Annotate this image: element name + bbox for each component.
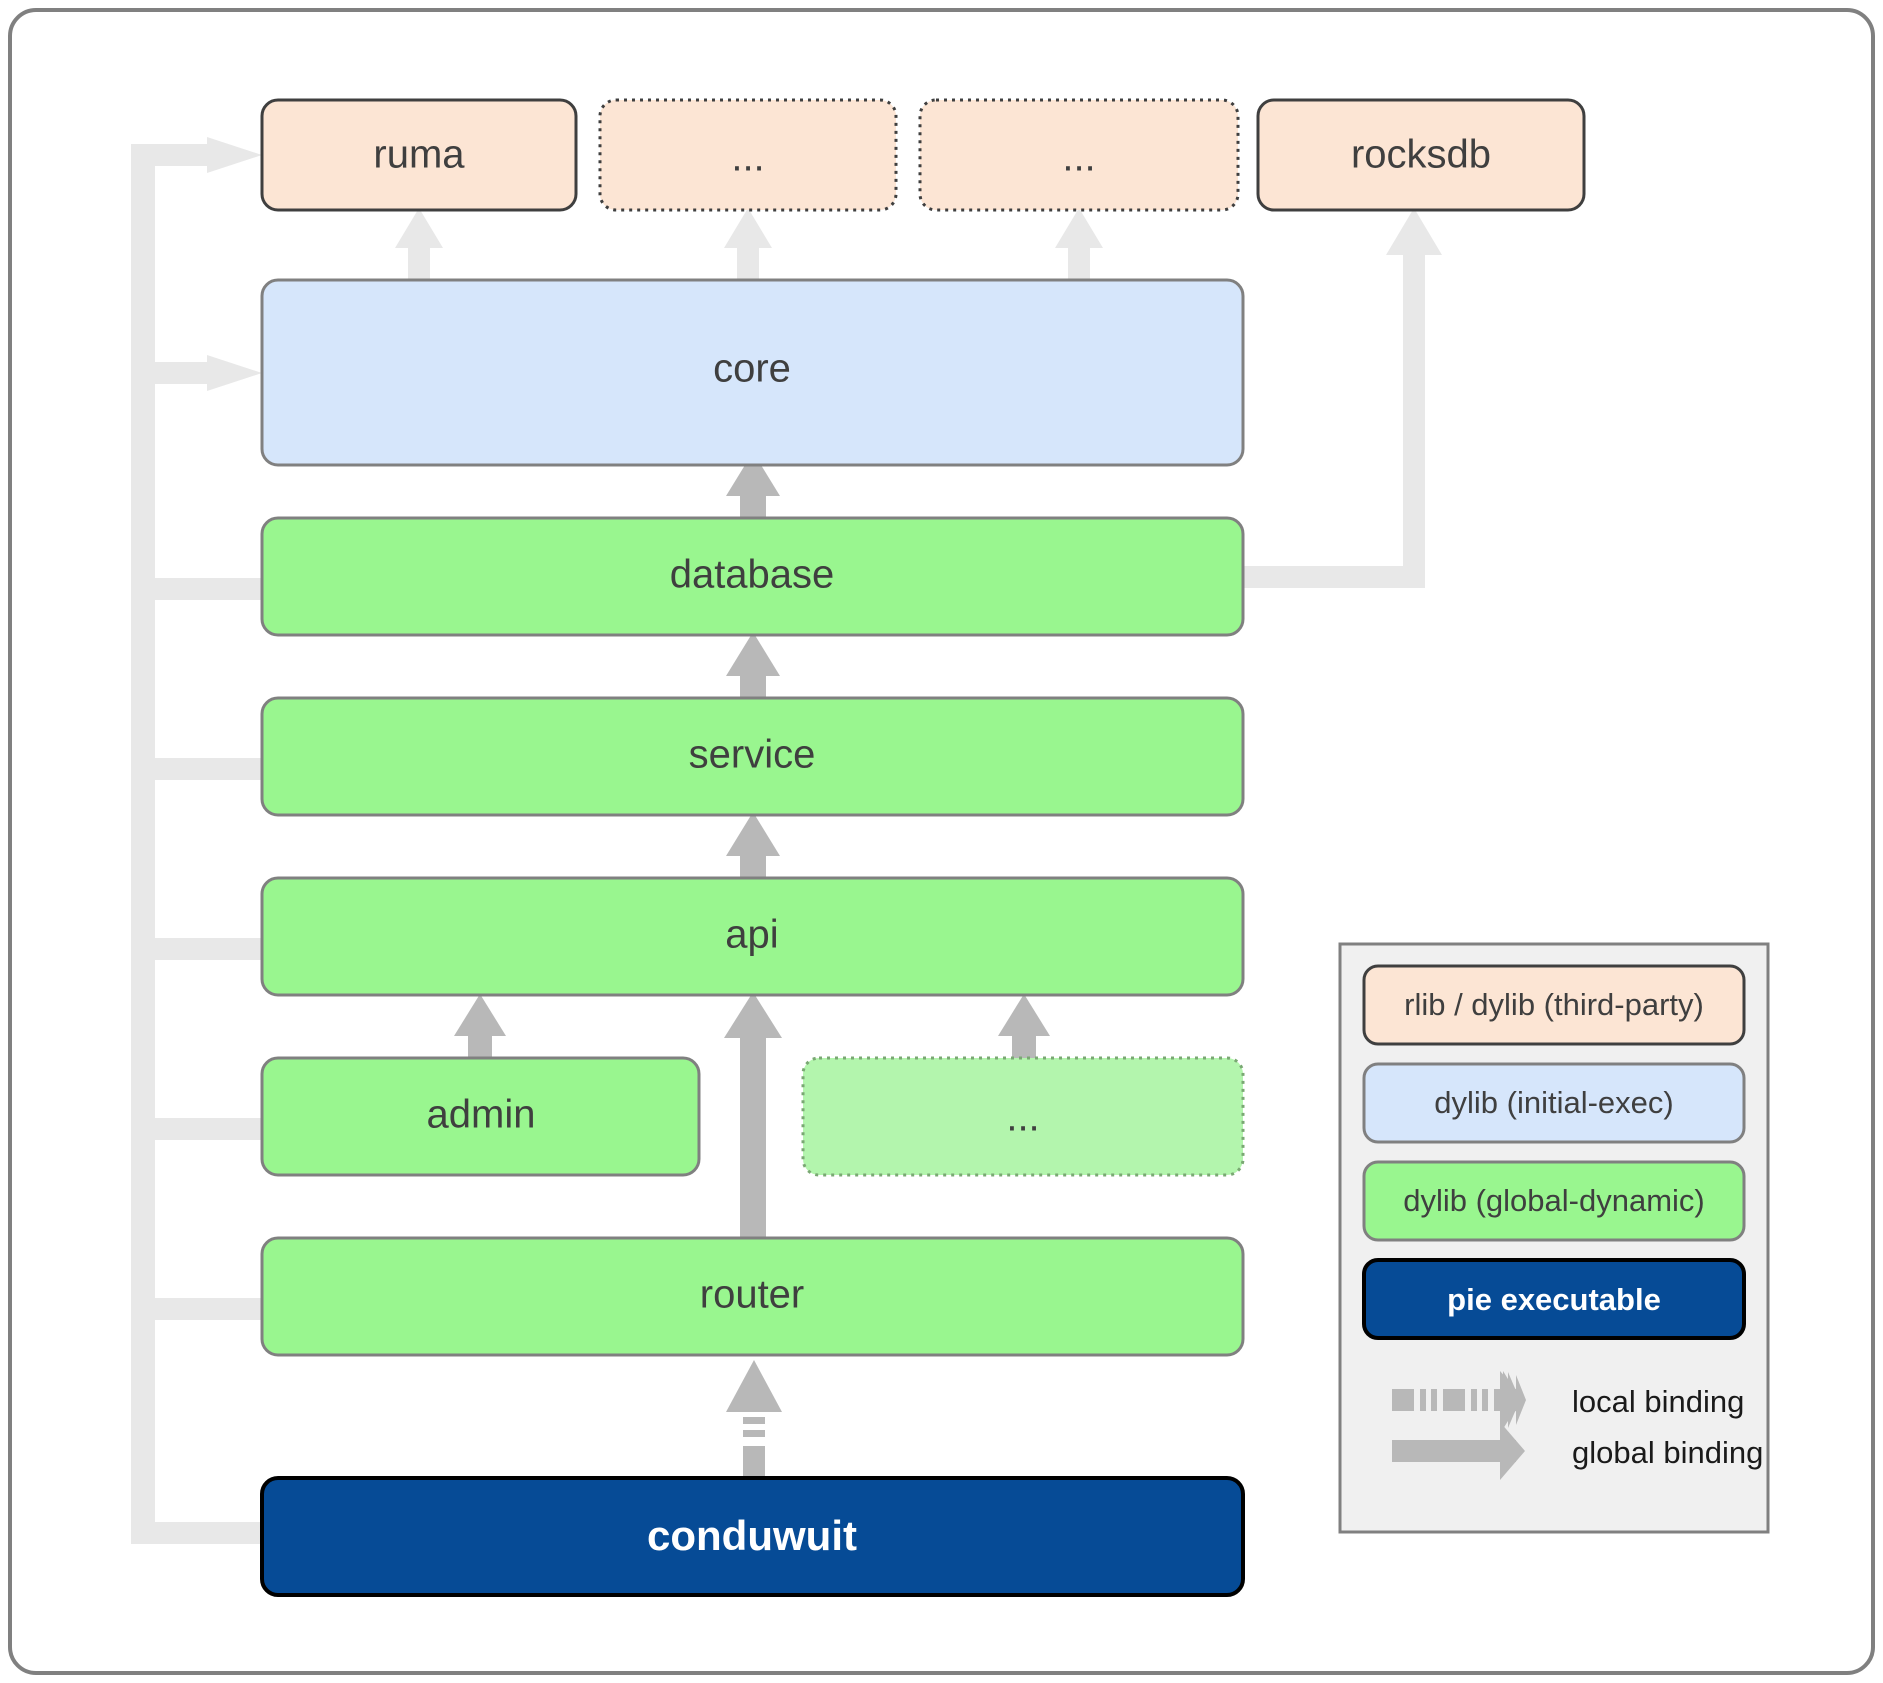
legend-item-global-dynamic: dylib (global-dynamic) (1362, 1160, 1746, 1242)
node-ruma-label: ruma (373, 133, 465, 177)
local-binding-arrow-icon (1392, 1371, 1526, 1429)
trunk-branch-admin (155, 1118, 265, 1140)
stack-arrows (454, 452, 1050, 1478)
node-dots-mid[interactable]: ... (801, 1056, 1245, 1177)
node-conduwuit[interactable]: conduwuit (260, 1476, 1245, 1597)
trunk-arrow-core (207, 355, 262, 391)
arrow-admin-to-api (454, 994, 506, 1058)
node-dots-mid-label: ... (1006, 1096, 1039, 1140)
trunk-branch-ruma (155, 144, 207, 166)
node-admin[interactable]: admin (260, 1056, 701, 1177)
arrow-database-to-core (726, 452, 780, 518)
node-api[interactable]: api (260, 876, 1245, 997)
trunk-branch-api (155, 938, 265, 960)
arrow-core-to-dots-top-2 (1055, 208, 1103, 282)
left-trunk-bus (131, 137, 265, 1544)
node-dots-top-2[interactable]: ... (918, 98, 1240, 212)
legend-binding-global-label: global binding (1572, 1435, 1763, 1470)
node-conduwuit-label: conduwuit (647, 1512, 857, 1559)
node-router-label: router (700, 1273, 805, 1317)
legend-binding-local-label: local binding (1572, 1384, 1744, 1419)
node-service-label: service (689, 733, 816, 777)
legend-item-third-party: rlib / dylib (third-party) (1362, 964, 1746, 1046)
arrow-database-to-rocksdb (1243, 208, 1442, 588)
node-router[interactable]: router (260, 1236, 1245, 1357)
node-rocksdb-label: rocksdb (1351, 133, 1491, 177)
legend-item-initial-exec-label: dylib (initial-exec) (1434, 1085, 1673, 1120)
node-dots-top-1-label: ... (731, 136, 764, 180)
arrow-core-to-ruma (395, 208, 443, 282)
node-database-label: database (670, 553, 835, 597)
legend-item-pie-executable: pie executable (1362, 1258, 1746, 1340)
legend-item-pie-executable-label: pie executable (1447, 1282, 1661, 1317)
arrow-dots-mid-to-api (998, 994, 1050, 1058)
arrow-service-to-database (726, 632, 780, 698)
node-dots-top-1[interactable]: ... (598, 98, 898, 212)
trunk-arrow-ruma (207, 137, 262, 173)
arrow-api-to-service (726, 812, 780, 878)
legend-panel: rlib / dylib (third-party) dylib (initia… (1338, 942, 1770, 1534)
trunk-branch-database (155, 578, 265, 600)
legend-item-global-dynamic-label: dylib (global-dynamic) (1403, 1183, 1705, 1218)
legend-binding-global: global binding (1392, 1422, 1763, 1480)
legend-binding-local: local binding (1392, 1371, 1744, 1429)
legend-item-initial-exec: dylib (initial-exec) (1362, 1062, 1746, 1144)
arrow-core-to-dots-top-1 (724, 208, 772, 282)
node-admin-label: admin (427, 1093, 536, 1137)
trunk-branch-conduwuit (131, 1522, 265, 1544)
trunk-branch-router (155, 1298, 265, 1320)
legend-item-third-party-label: rlib / dylib (third-party) (1404, 987, 1704, 1022)
trunk-vertical (131, 144, 155, 1544)
arrow-router-to-api (724, 992, 782, 1238)
node-service[interactable]: service (260, 696, 1245, 817)
global-binding-arrow-icon (1392, 1422, 1525, 1480)
node-core[interactable]: core (260, 278, 1245, 467)
trunk-branch-core (155, 362, 207, 384)
core-to-thirdparty-arrows (395, 208, 1442, 588)
node-core-label: core (713, 347, 791, 391)
node-dots-top-2-label: ... (1062, 136, 1095, 180)
node-database[interactable]: database (260, 516, 1245, 637)
node-rocksdb[interactable]: rocksdb (1256, 98, 1586, 212)
arrow-conduwuit-to-router-local (726, 1360, 782, 1478)
node-ruma[interactable]: ruma (260, 98, 578, 212)
node-api-label: api (725, 913, 778, 957)
trunk-branch-service (155, 758, 265, 780)
